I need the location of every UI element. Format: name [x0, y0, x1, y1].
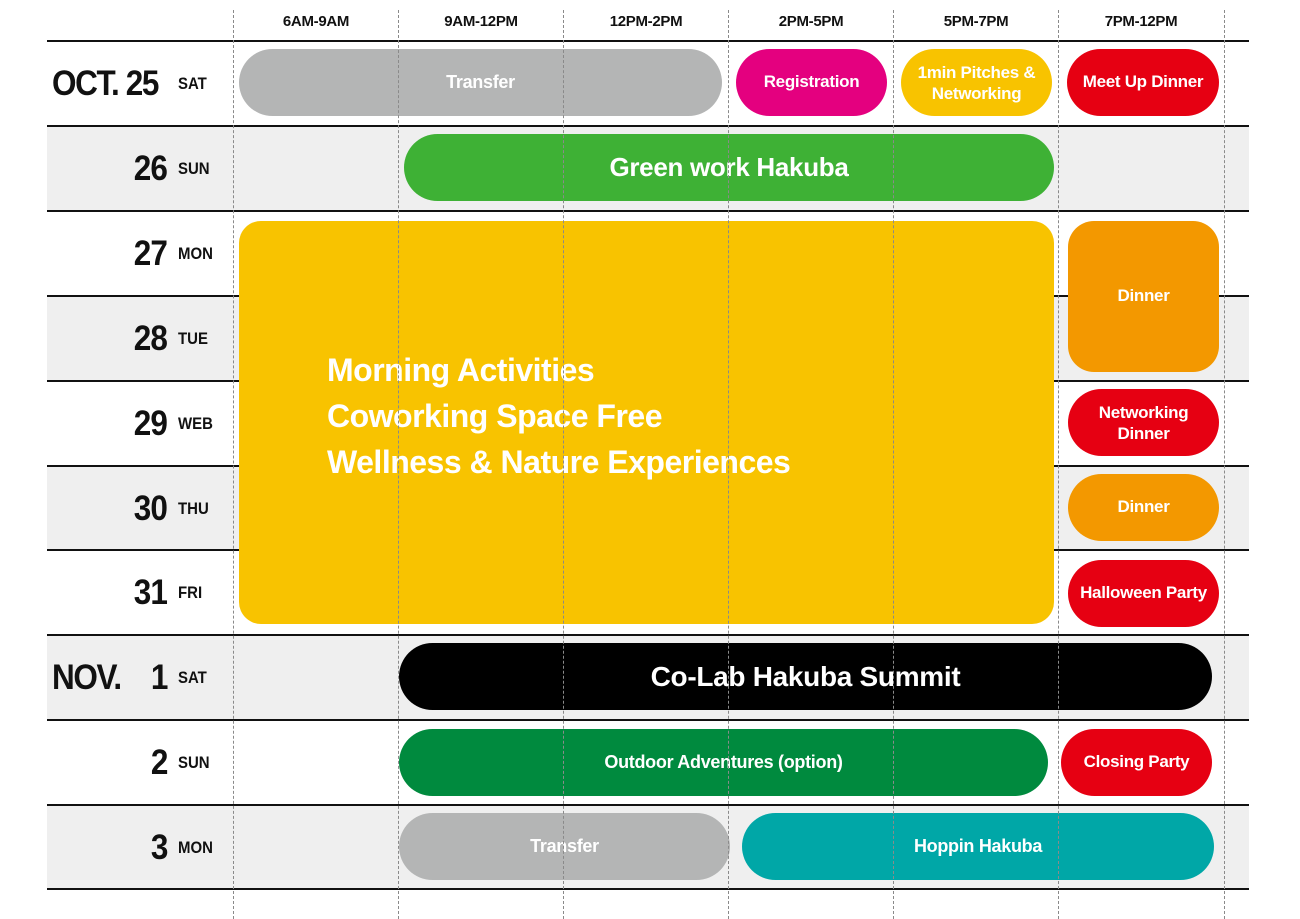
event-label-line: Networking: [1098, 402, 1189, 422]
event-label: Co-Lab Hakuba Summit: [650, 660, 961, 692]
event-label: Outdoor Adventures (option): [604, 751, 843, 772]
time-slot-header: 6AM-9AM: [282, 13, 350, 30]
column-divider: [1224, 10, 1225, 919]
event-label: Green work Hakuba: [609, 151, 849, 182]
column-divider: [398, 10, 399, 919]
event-label: Halloween Party: [1080, 583, 1207, 603]
event-outdoor-adventures: Outdoor Adventures (option): [399, 729, 1048, 796]
event-label-line: Networking: [931, 83, 1022, 103]
date-day: 31: [133, 572, 168, 612]
event-closing-party: Closing Party: [1061, 729, 1212, 796]
date-weekday: THU: [178, 498, 209, 518]
date-weekday: TUE: [178, 328, 208, 348]
event-registration: Registration: [736, 49, 887, 116]
date-weekday: WEB: [178, 413, 213, 433]
date-oct-26: 26 SUN: [52, 126, 222, 211]
column-divider: [728, 10, 729, 919]
date-oct-29: 29 WEB: [52, 381, 222, 466]
date-oct-25: OCT. 25 SAT: [52, 41, 222, 126]
date-oct-28: 28 TUE: [52, 296, 222, 381]
row-divider: [47, 804, 1249, 806]
event-label: Closing Party: [1083, 752, 1190, 772]
date-oct-27: 27 MON: [52, 211, 222, 296]
date-month: OCT. 25: [52, 63, 159, 103]
date-day: 29: [133, 403, 168, 443]
event-label: Transfer: [530, 835, 599, 856]
event-label: Registration: [763, 72, 860, 92]
column-divider: [563, 10, 564, 919]
row-divider: [47, 888, 1249, 890]
column-divider: [1058, 10, 1059, 919]
row-divider: [47, 719, 1249, 721]
event-networking-dinner: Networking Dinner: [1068, 389, 1219, 456]
date-weekday: SUN: [178, 752, 210, 772]
event-meet-up-dinner: Meet Up Dinner: [1067, 49, 1219, 116]
event-label: Meet Up Dinner: [1082, 72, 1204, 92]
time-slot-header: 7PM-12PM: [1104, 13, 1178, 30]
event-dinner: Dinner: [1068, 221, 1219, 372]
date-day: 3: [150, 827, 168, 867]
event-label-line: 1min Pitches &: [917, 62, 1036, 82]
event-green-work-hakuba: Green work Hakuba: [404, 134, 1054, 201]
date-nov-3: 3 MON: [52, 805, 222, 890]
activity-line: Wellness & Nature Experiences: [327, 444, 791, 480]
date-weekday: SUN: [178, 158, 210, 178]
event-co-lab-hakuba-summit: Co-Lab Hakuba Summit: [399, 643, 1212, 710]
event-label: Dinner: [1117, 286, 1170, 306]
event-hoppin-hakuba: Hoppin Hakuba: [742, 813, 1214, 880]
event-activities-block: Morning Activities Coworking Space Free …: [239, 221, 1054, 624]
event-label: Dinner: [1117, 497, 1170, 517]
row-divider: [47, 125, 1249, 127]
activity-line: Morning Activities: [327, 352, 595, 388]
date-day: 27: [133, 233, 168, 273]
event-dinner: Dinner: [1068, 474, 1219, 541]
date-weekday: SAT: [178, 73, 207, 93]
date-month: NOV.: [52, 657, 122, 697]
activity-line: Coworking Space Free: [327, 398, 662, 434]
row-divider: [47, 210, 1249, 212]
time-slot-header: 2PM-5PM: [778, 13, 844, 30]
time-slot-header: 5PM-7PM: [943, 13, 1009, 30]
time-slot-header: 9AM-12PM: [444, 13, 518, 30]
event-label-line: Dinner: [1117, 423, 1170, 443]
date-day: 1: [150, 657, 168, 697]
date-day: 2: [150, 742, 168, 782]
row-divider: [47, 634, 1249, 636]
event-transfer: Transfer: [239, 49, 722, 116]
date-weekday: SAT: [178, 667, 207, 687]
event-halloween-party: Halloween Party: [1068, 560, 1219, 627]
activities-list: Morning Activities Coworking Space Free …: [327, 347, 791, 485]
time-slot-header: 12PM-2PM: [609, 13, 683, 30]
event-transfer: Transfer: [399, 813, 730, 880]
event-label: Transfer: [446, 71, 515, 92]
date-oct-30: 30 THU: [52, 466, 222, 551]
date-weekday: MON: [178, 243, 213, 263]
date-day: 26: [133, 148, 168, 188]
date-weekday: FRI: [178, 582, 203, 602]
date-day: 30: [133, 488, 168, 528]
event-label: Hoppin Hakuba: [913, 835, 1043, 856]
column-divider: [893, 10, 894, 919]
row-divider: [47, 40, 1249, 42]
date-day: 28: [133, 318, 168, 358]
event-pitches-networking: 1min Pitches & Networking: [901, 49, 1052, 116]
date-nov-2: 2 SUN: [52, 720, 222, 805]
date-weekday: MON: [178, 837, 213, 857]
column-divider: [233, 10, 234, 919]
date-oct-31: 31 FRI: [52, 550, 222, 635]
date-nov-1: NOV. 1 SAT: [52, 635, 222, 720]
